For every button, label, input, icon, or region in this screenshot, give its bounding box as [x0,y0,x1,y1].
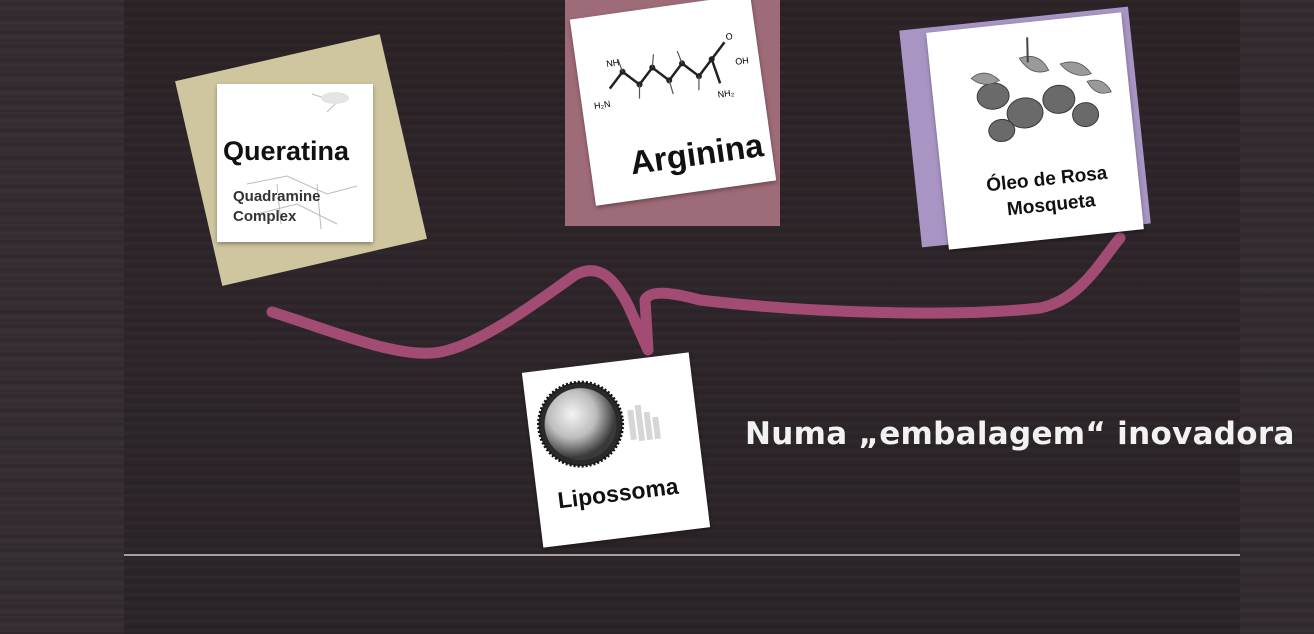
queratina-subtitle-line2: Complex [233,208,297,225]
divider-line [124,554,1240,556]
left-edge-texture [0,0,124,634]
lipossoma-card: Lipossoma [521,352,711,548]
queratina-card: Queratina Quadramine Complex [217,84,373,242]
right-edge-texture [1240,0,1314,634]
tagline-text: Numa „embalagem“ inovadora [745,416,1295,452]
svg-text:NH: NH [606,57,620,69]
rosehip-fruit-icon [970,37,1112,142]
queratina-title: Queratina [223,136,350,166]
svg-text:H₂N: H₂N [593,99,611,111]
arginine-molecule-icon: H₂N NH O OH NH₂ [593,31,750,111]
oleo-title-line2: Mosqueta [1005,190,1097,221]
keratin-structure-icon [246,92,358,230]
svg-text:OH: OH [735,55,750,67]
arginina-card: H₂N NH O OH NH₂ Arginina [569,0,777,206]
queratina-subtitle-line1: Quadramine [233,188,321,205]
arginina-title: Arginina [627,126,766,182]
lipossoma-title: Lipossoma [556,472,680,514]
liposome-sphere-icon [537,380,661,468]
oleo-card: Óleo de Rosa Mosqueta [926,12,1144,250]
svg-text:O: O [725,31,733,42]
svg-text:NH₂: NH₂ [717,87,735,99]
